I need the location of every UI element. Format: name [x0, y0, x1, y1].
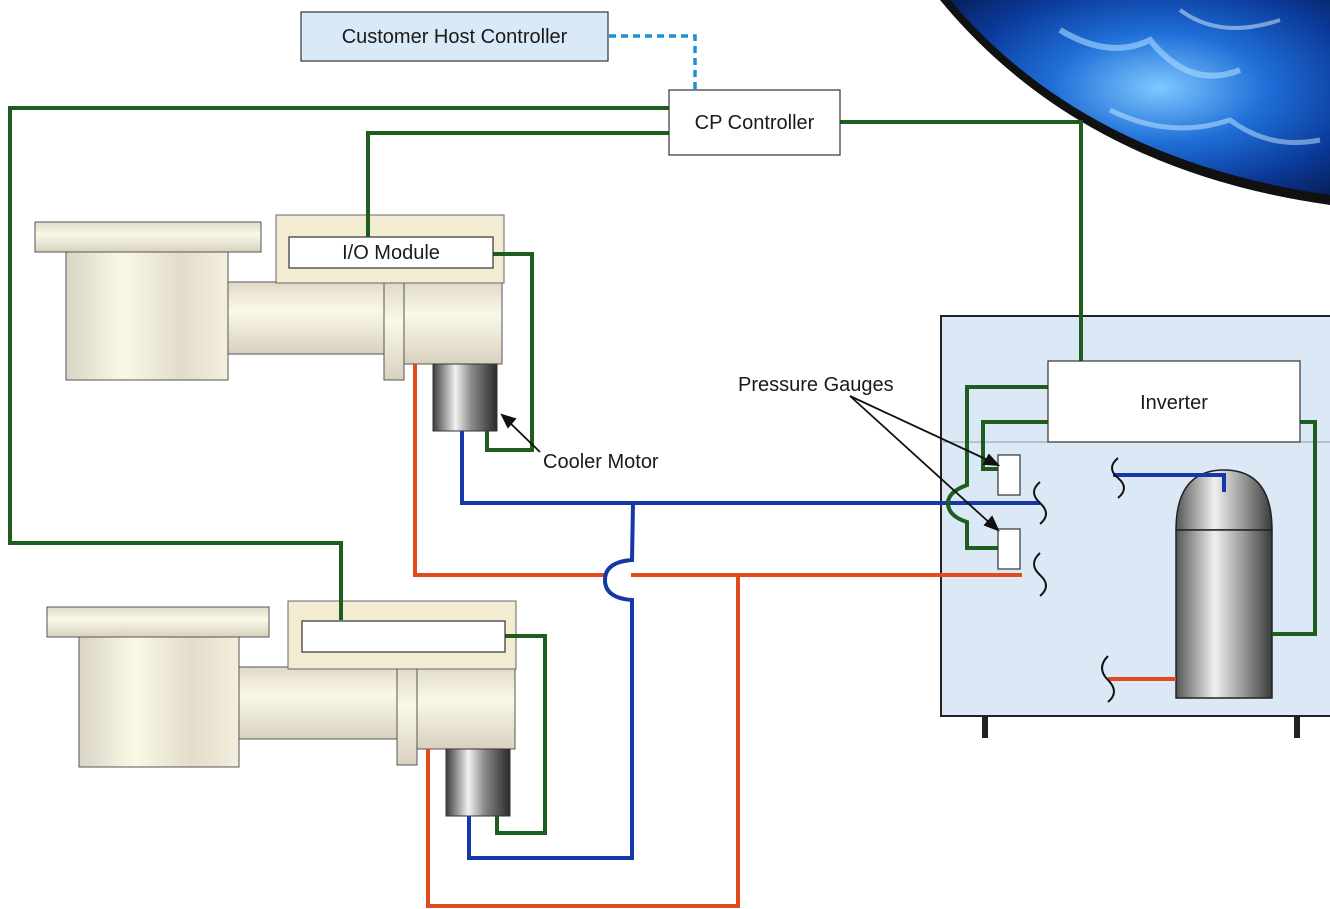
network-link	[609, 34, 697, 90]
compressor-tank	[1175, 469, 1273, 699]
cooler-motor-2	[445, 748, 511, 817]
customer-host-controller-label: Customer Host Controller	[342, 26, 568, 48]
pressure-gauge-2	[997, 528, 1021, 570]
pressure-gauges-label: Pressure Gauges	[738, 374, 894, 396]
callout-arrows	[500, 395, 1001, 532]
io-module-2	[301, 620, 506, 653]
red-line	[413, 364, 1176, 908]
inverter: Inverter	[1047, 360, 1301, 443]
inverter-label: Inverter	[1140, 392, 1208, 414]
cp-controller: CP Controller	[668, 89, 841, 156]
flex-connectors	[1033, 457, 1125, 703]
customer-host-controller: Customer Host Controller	[300, 11, 609, 62]
cooler-motor-1	[432, 363, 498, 432]
io-module-label: I/O Module	[342, 242, 440, 264]
control-wiring	[8, 106, 1317, 835]
globe-graphic	[940, 0, 1330, 205]
pump-1	[34, 214, 505, 432]
cooler-motor-label: Cooler Motor	[543, 451, 659, 473]
pressure-gauge-1	[997, 454, 1021, 496]
io-module-1: I/O Module	[288, 236, 494, 269]
blue-line	[460, 431, 1226, 860]
pressure-gauges	[997, 454, 1021, 570]
pump-2	[46, 600, 517, 817]
cp-controller-label: CP Controller	[695, 112, 815, 134]
